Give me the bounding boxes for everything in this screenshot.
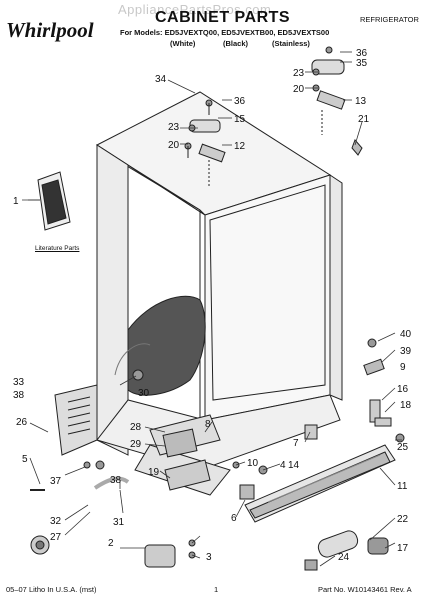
callout-18: 18: [400, 400, 412, 411]
watermark: AppliancePartsPros.com: [118, 2, 272, 17]
callout-1: 1: [13, 196, 19, 207]
variant-stainless: (Stainless): [272, 39, 310, 48]
callout-8: 8: [205, 419, 211, 430]
callout-35: 35: [356, 58, 368, 69]
models-line: For Models: ED5JVEXTQ00, ED5JVEXTB00, ED…: [120, 28, 330, 37]
callout-39: 39: [400, 346, 412, 357]
callout-24: 24: [338, 552, 350, 563]
callout-36-a: 36: [234, 96, 246, 107]
callout-12: 12: [234, 141, 246, 152]
callout-33: 33: [13, 377, 25, 388]
callout-20-b: 20: [293, 84, 305, 95]
callout-10: 10: [247, 458, 259, 469]
callout-32: 32: [50, 516, 62, 527]
footer-part-number: Part No. W10143461 Rev. A: [318, 585, 412, 594]
callout-23-a: 23: [168, 122, 180, 133]
callout-40: 40: [400, 329, 412, 340]
callout-36-b: 36: [356, 48, 368, 59]
callout-29: 29: [130, 439, 142, 450]
callout-31: 31: [113, 517, 125, 528]
callout-15: 15: [234, 114, 246, 125]
callout-20-a: 20: [168, 140, 180, 151]
callout-13: 13: [355, 96, 367, 107]
hinge-left: [184, 99, 226, 188]
leader-lines: [22, 51, 402, 567]
callout-19: 19: [148, 467, 160, 478]
callout-30: 30: [138, 388, 150, 399]
footer-litho: 05–07 Litho In U.S.A. (mst): [6, 585, 97, 594]
callout-2: 2: [108, 538, 114, 549]
callout-4: 4: [280, 460, 286, 471]
callout-25: 25: [397, 442, 409, 453]
callout-labels: 1 2 3 4 5 6 7 8 9 10 11 12 13 14 15 16 1…: [13, 48, 412, 563]
callout-6: 6: [231, 513, 237, 524]
callout-3: 3: [206, 552, 212, 563]
variant-white: (White): [170, 39, 196, 48]
callout-23-b: 23: [293, 68, 305, 79]
callout-17: 17: [397, 543, 409, 554]
toe-grille: [244, 444, 396, 571]
page-title: CABINET PARTS: [155, 9, 291, 26]
callout-34: 34: [155, 74, 167, 85]
callout-38-a: 38: [13, 390, 25, 401]
callout-22: 22: [397, 514, 409, 525]
callout-26: 26: [16, 417, 28, 428]
callout-38-b: 38: [110, 475, 122, 486]
brand-logo: Whirlpool: [6, 18, 94, 42]
callout-28: 28: [130, 422, 142, 433]
category-label: REFRIGERATOR: [360, 15, 419, 24]
filter-housing: [149, 414, 221, 491]
footer-page-number: 1: [214, 585, 219, 594]
literature-parts-label: Literature Parts: [35, 245, 80, 252]
literature-parts: [37, 171, 71, 231]
callout-11: 11: [397, 481, 408, 492]
callout-16: 16: [397, 384, 409, 395]
callout-14: 14: [288, 460, 300, 471]
callout-9: 9: [400, 362, 406, 373]
callout-27: 27: [50, 532, 62, 543]
cabinet-body: [96, 91, 343, 496]
callout-37: 37: [50, 476, 62, 487]
side-grille: [54, 384, 98, 456]
callout-7: 7: [293, 438, 299, 449]
callout-21: 21: [358, 114, 370, 125]
variant-black: (Black): [223, 39, 249, 48]
callout-5: 5: [22, 454, 28, 465]
